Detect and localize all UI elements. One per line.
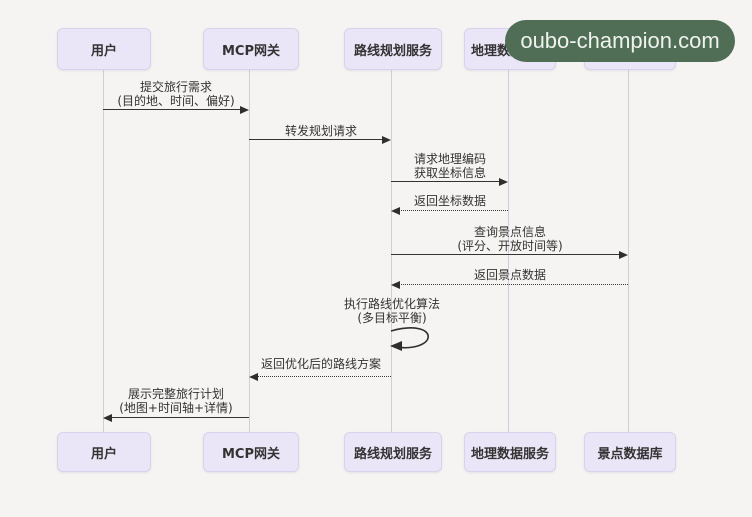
actor-user-label: 用户	[90, 446, 117, 462]
actor-mcp-gateway-top: MCP网关	[203, 28, 299, 70]
arrowhead-left-icon	[103, 413, 112, 422]
message-label-geocode-request: 请求地理编码 获取坐标信息	[413, 152, 486, 181]
actor-route-planning-bottom: 路线规划服务	[344, 432, 442, 472]
actor-user-bottom: 用户	[57, 432, 151, 472]
actor-user-top: 用户	[57, 28, 151, 70]
actor-route-planning-top: 路线规划服务	[344, 28, 442, 70]
message-line-2	[249, 139, 384, 140]
message-label-submit-request: 提交旅行需求 (目的地、时间、偏好)	[117, 80, 235, 109]
actor-mcp-gateway-bottom: MCP网关	[203, 432, 299, 472]
self-loop-arrow-icon	[390, 327, 429, 351]
watermark-text: oubo-champion.com	[520, 28, 720, 53]
lifeline-geo-data-service	[508, 68, 509, 432]
arrowhead-right-icon	[619, 250, 628, 259]
message-label-show-travel-plan: 展示完整旅行计划 (地图+时间轴+详情)	[119, 387, 233, 416]
arrowhead-left-icon	[391, 206, 400, 215]
lifeline-mcp-gateway	[249, 68, 250, 432]
message-label-forward-request: 转发规划请求	[284, 124, 357, 138]
actor-geo-data-bottom: 地理数据服务	[464, 432, 556, 472]
actor-route-planning-label: 路线规划服务	[353, 446, 432, 462]
actor-mcp-gateway-label: MCP网关	[221, 446, 280, 462]
message-line-4	[399, 210, 508, 211]
watermark-badge: oubo-champion.com	[505, 20, 735, 62]
lifeline-user	[103, 68, 104, 432]
message-line-6	[399, 284, 628, 285]
message-line-1	[103, 109, 242, 110]
message-label-query-poi: 查询景点信息 (评分、开放时间等)	[457, 225, 563, 254]
message-label-optimize-route: 执行路线优化算法 (多目标平衡)	[343, 297, 440, 326]
arrowhead-left-icon	[249, 372, 258, 381]
message-line-5	[391, 254, 621, 255]
message-label-return-coordinates: 返回坐标数据	[413, 194, 486, 208]
lifeline-route-planning-service	[391, 68, 392, 432]
actor-user-label: 用户	[90, 43, 117, 59]
lifeline-poi-database	[628, 68, 629, 432]
arrowhead-left-icon	[391, 280, 400, 289]
actor-poi-database-label: 景点数据库	[597, 446, 663, 462]
arrowhead-right-icon	[499, 177, 508, 186]
arrowhead-right-icon	[240, 105, 249, 114]
message-line-9	[111, 417, 249, 418]
message-label-return-optimized-route: 返回优化后的路线方案	[260, 357, 381, 371]
message-line-8	[257, 376, 391, 377]
arrowhead-right-icon	[382, 135, 391, 144]
actor-poi-database-bottom: 景点数据库	[584, 432, 676, 472]
actor-route-planning-label: 路线规划服务	[353, 43, 432, 59]
actor-mcp-gateway-label: MCP网关	[221, 43, 280, 59]
actor-geo-data-label: 地理数据服务	[470, 446, 549, 462]
message-label-return-poi-data: 返回景点数据	[473, 268, 546, 282]
message-line-3	[391, 181, 501, 182]
